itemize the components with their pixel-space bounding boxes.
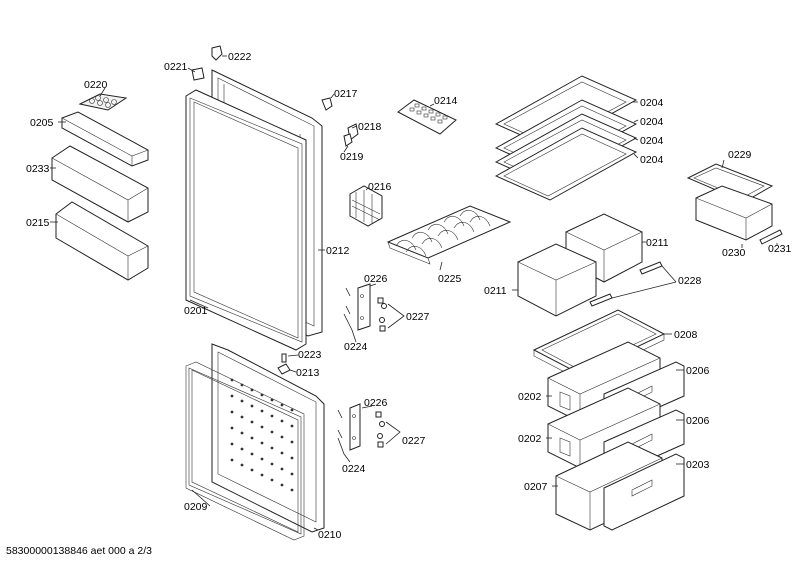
label-0202-lower: 0202 bbox=[518, 433, 542, 445]
label-0208: 0208 bbox=[674, 329, 698, 341]
glass-shelves-0204 bbox=[494, 75, 638, 201]
small-parts-0217-0218-0219 bbox=[321, 97, 359, 147]
label-0210: 0210 bbox=[318, 529, 342, 541]
label-0227-lower: 0227 bbox=[402, 435, 426, 447]
label-0230: 0230 bbox=[722, 247, 746, 259]
label-0219: 0219 bbox=[340, 151, 364, 163]
small-parts-0223-0213 bbox=[277, 353, 291, 375]
ice-tray-0214 bbox=[397, 99, 457, 135]
filter-0216 bbox=[349, 185, 383, 227]
rod-0231 bbox=[759, 229, 783, 245]
label-0213: 0213 bbox=[296, 367, 320, 379]
label-0220: 0220 bbox=[84, 79, 108, 91]
door-shelf-0215 bbox=[55, 201, 149, 281]
label-0224-lower: 0224 bbox=[342, 463, 366, 475]
door-shelf-0205 bbox=[61, 111, 149, 167]
label-0205: 0205 bbox=[30, 117, 54, 129]
label-0214: 0214 bbox=[434, 95, 458, 107]
label-0207: 0207 bbox=[524, 481, 548, 493]
freezer-door-0210 bbox=[211, 343, 325, 533]
door-shelf-0233 bbox=[51, 145, 149, 223]
label-0211-left: 0211 bbox=[484, 285, 507, 297]
freezer-seal-0209 bbox=[185, 361, 305, 541]
hinge-lower bbox=[337, 403, 385, 451]
label-0231: 0231 bbox=[768, 243, 792, 255]
label-0217: 0217 bbox=[334, 88, 358, 100]
label-0225: 0225 bbox=[438, 273, 462, 285]
label-0209: 0209 bbox=[184, 501, 208, 513]
label-0223: 0223 bbox=[298, 349, 322, 361]
label-0212: 0212 bbox=[326, 245, 350, 257]
label-0206-upper: 0206 bbox=[686, 365, 710, 377]
label-0201: 0201 bbox=[184, 305, 208, 317]
door-seal-0201 bbox=[185, 89, 307, 351]
label-0221: 0221 bbox=[164, 61, 188, 73]
drawer-front-0203 bbox=[603, 453, 685, 531]
label-0227-upper: 0227 bbox=[406, 311, 430, 323]
hinge-upper bbox=[345, 283, 387, 332]
label-0215: 0215 bbox=[26, 217, 50, 229]
document-id-footer: 58300000138846 aet 000 a 2/3 bbox=[6, 545, 152, 557]
label-0226-upper: 0226 bbox=[364, 273, 388, 285]
bottle-rack-0225 bbox=[386, 205, 512, 265]
label-0222: 0222 bbox=[228, 51, 252, 63]
label-0203: 0203 bbox=[686, 459, 710, 471]
label-0211-right: 0211 bbox=[646, 237, 669, 249]
label-0228: 0228 bbox=[678, 275, 702, 287]
label-0204-a: 0204 bbox=[640, 97, 664, 109]
label-0229: 0229 bbox=[728, 149, 752, 161]
label-0226-lower: 0226 bbox=[364, 397, 388, 409]
label-0204-d: 0204 bbox=[640, 154, 664, 166]
part-labels: 0220 0205 0233 0215 0221 0222 0217 0218 … bbox=[26, 51, 792, 541]
label-0218: 0218 bbox=[358, 121, 382, 133]
label-0202-upper: 0202 bbox=[518, 391, 542, 403]
label-0224-upper: 0224 bbox=[344, 341, 368, 353]
label-0216: 0216 bbox=[368, 181, 392, 193]
label-0233: 0233 bbox=[26, 163, 50, 175]
label-0206-lower: 0206 bbox=[686, 415, 710, 427]
egg-tray-0220 bbox=[78, 93, 128, 111]
label-0204-b: 0204 bbox=[640, 116, 664, 128]
hinge-parts-0221-0222 bbox=[191, 45, 223, 81]
box-0230 bbox=[695, 185, 773, 241]
label-0204-c: 0204 bbox=[640, 135, 664, 147]
container-0211-front bbox=[517, 243, 597, 317]
